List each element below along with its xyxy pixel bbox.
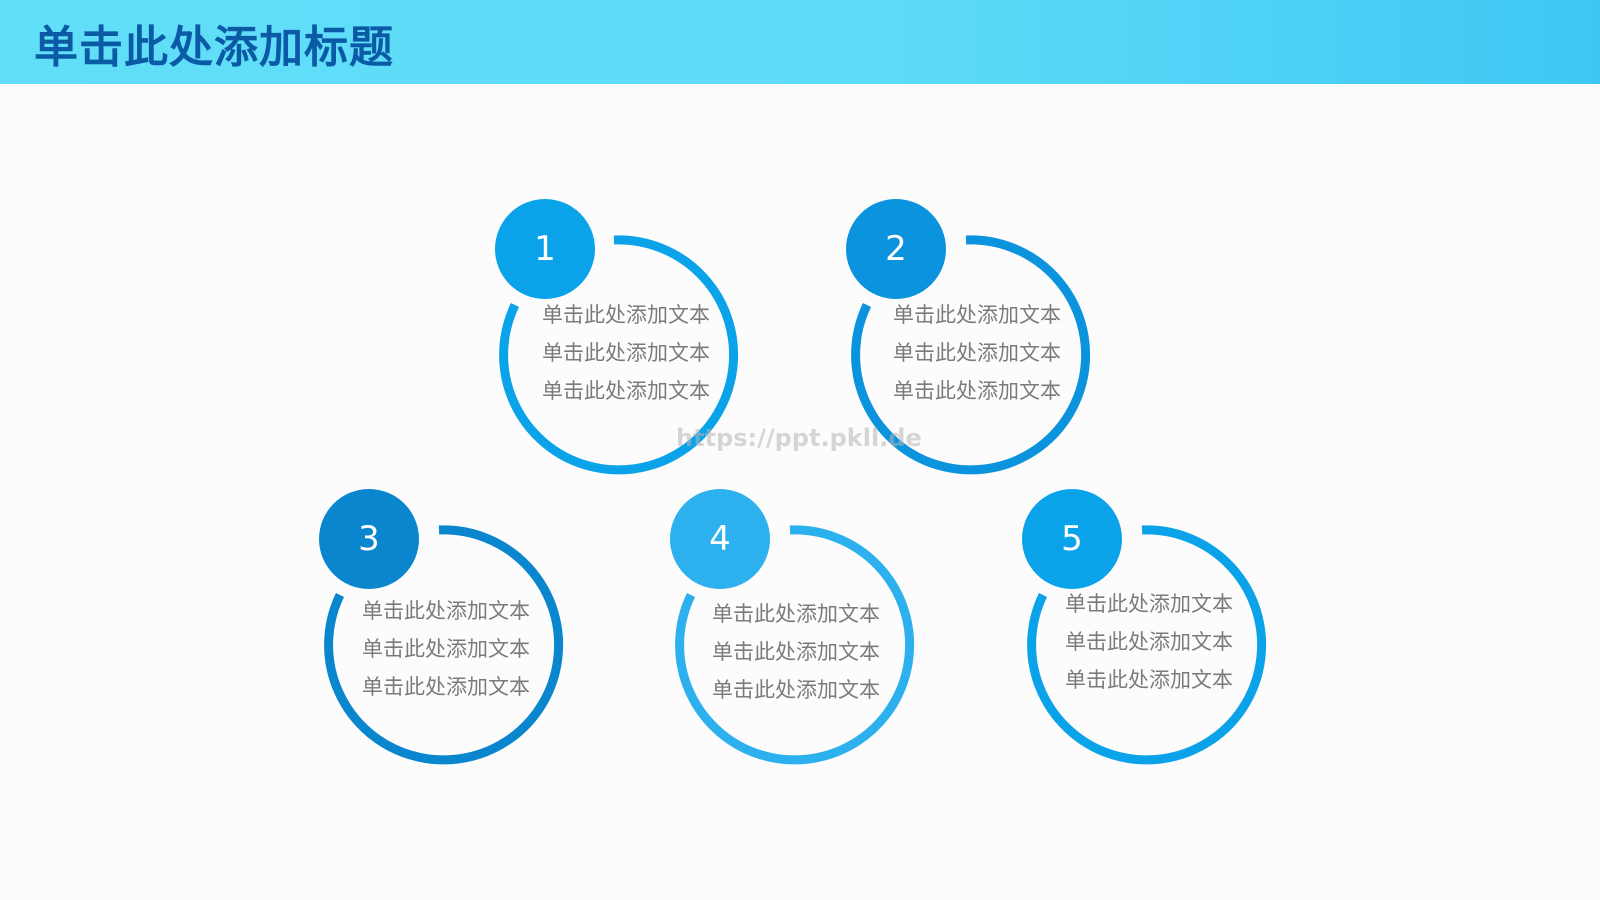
text-line[interactable]: 单击此处添加文本: [893, 341, 1061, 365]
text-line[interactable]: 单击此处添加文本: [542, 341, 710, 365]
ring-arc-icon: [324, 525, 564, 765]
text-line[interactable]: 单击此处添加文本: [1065, 630, 1233, 654]
circle-item-5: [1020, 515, 1280, 775]
circle-item-4: [668, 515, 928, 775]
number-badge-5: 5: [1022, 489, 1122, 589]
text-line[interactable]: 单击此处添加文本: [1065, 668, 1233, 692]
number-badge-1: 1: [495, 199, 595, 299]
text-line[interactable]: 单击此处添加文本: [362, 675, 530, 699]
text-block-5: 单击此处添加文本 单击此处添加文本 单击此处添加文本: [1065, 585, 1265, 699]
number-badge-4: 4: [670, 489, 770, 589]
text-line[interactable]: 单击此处添加文本: [542, 379, 710, 403]
text-block-2: 单击此处添加文本 单击此处添加文本 单击此处添加文本: [893, 296, 1093, 410]
text-line[interactable]: 单击此处添加文本: [362, 637, 530, 661]
title-bar: 单击此处添加标题: [0, 0, 1600, 84]
badge-number: 4: [709, 519, 731, 559]
circle-item-2: [844, 225, 1104, 485]
circle-item-3: [317, 515, 577, 775]
text-block-3: 单击此处添加文本 单击此处添加文本 单击此处添加文本: [362, 592, 562, 706]
text-line[interactable]: 单击此处添加文本: [712, 678, 880, 702]
text-line[interactable]: 单击此处添加文本: [893, 379, 1061, 403]
text-block-4: 单击此处添加文本 单击此处添加文本 单击此处添加文本: [712, 595, 912, 709]
text-line[interactable]: 单击此处添加文本: [1065, 592, 1233, 616]
text-line[interactable]: 单击此处添加文本: [712, 602, 880, 626]
ring-arc-icon: [851, 235, 1091, 475]
circle-item-1: [492, 225, 752, 485]
slide-title[interactable]: 单击此处添加标题: [34, 22, 394, 73]
badge-number: 2: [885, 229, 907, 269]
number-badge-3: 3: [319, 489, 419, 589]
text-line[interactable]: 单击此处添加文本: [712, 640, 880, 664]
ring-arc-icon: [499, 235, 739, 475]
number-badge-2: 2: [846, 199, 946, 299]
badge-number: 1: [534, 229, 556, 269]
text-line[interactable]: 单击此处添加文本: [542, 303, 710, 327]
badge-number: 5: [1061, 519, 1083, 559]
badge-number: 3: [358, 519, 380, 559]
ring-arc-icon: [1027, 525, 1267, 765]
text-line[interactable]: 单击此处添加文本: [893, 303, 1061, 327]
watermark: https://ppt.pkll.de: [676, 424, 922, 452]
ring-arc-icon: [675, 525, 915, 765]
text-block-1: 单击此处添加文本 单击此处添加文本 单击此处添加文本: [542, 296, 742, 410]
text-line[interactable]: 单击此处添加文本: [362, 599, 530, 623]
